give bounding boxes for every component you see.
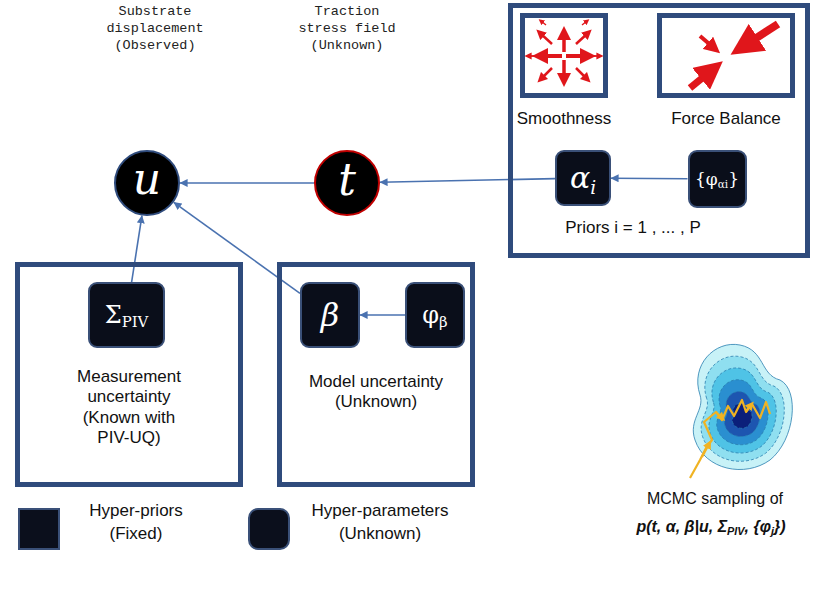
- legend-swatch: [248, 508, 290, 550]
- smoothness-arrows: [528, 21, 600, 80]
- subscript: αi: [718, 178, 728, 190]
- node-text: Smoothness: [500, 109, 628, 129]
- posterior-density-plot: [690, 344, 792, 478]
- node-text: Model uncertainty (Unknown): [301, 372, 451, 413]
- node-text: Force Balance: [647, 109, 805, 129]
- node-text: φβ: [422, 303, 447, 327]
- dependency-arrow: [132, 216, 142, 282]
- hyperparameter-box: β: [300, 282, 360, 348]
- priors-group: Priors i = 1 , ... , PSmoothnessForce Ba…: [508, 3, 810, 258]
- dependency-arrow: [611, 177, 688, 179]
- dependency-arrow: [380, 179, 555, 183]
- legend-swatch: [18, 508, 60, 550]
- density-contour: [701, 356, 784, 461]
- hyperprior-box: φβ: [405, 282, 465, 348]
- hyperparameter-box: αi: [555, 150, 611, 206]
- subscript: PIV: [122, 313, 149, 331]
- density-contour: [693, 344, 792, 469]
- dependency-arrow: [360, 314, 405, 316]
- node-text: t: [338, 158, 356, 202]
- subscript: β: [439, 313, 448, 331]
- variable-circle: u: [114, 150, 180, 216]
- node-text: Measurement uncertainty (Known with PIV-…: [69, 367, 189, 449]
- variable-heading: Traction stress field (Unknown): [288, 4, 406, 55]
- uncertainty-group: Model uncertainty (Unknown)βφβ: [277, 262, 475, 487]
- hyperprior-box: {φαi}: [688, 150, 747, 208]
- density-contour: [724, 391, 760, 436]
- dependency-arrow: [180, 182, 314, 184]
- subscript: PIV: [727, 525, 745, 537]
- variable-heading: Substrate displacement (Observed): [96, 4, 214, 55]
- legend-text: Hyper-priors (Fixed): [66, 500, 206, 546]
- node-text: Priors i = 1 , ... , P: [533, 218, 733, 238]
- density-contour: [709, 368, 776, 453]
- node-text: {φαi}: [695, 171, 739, 188]
- plot-caption: MCMC sampling of: [620, 490, 810, 508]
- node-text: u: [133, 157, 161, 201]
- node-text: ΣPIV: [105, 303, 149, 327]
- node-text: β: [321, 299, 340, 331]
- hyperprior-box: ΣPIV: [88, 282, 165, 348]
- force-balance-arrows: [690, 24, 778, 88]
- unknown-variable-circle: t: [314, 150, 380, 216]
- uncertainty-group: Measurement uncertainty (Known with PIV-…: [15, 262, 243, 487]
- subscript: i: [590, 177, 596, 198]
- node-text: αi: [570, 163, 596, 193]
- legend-text: Hyper-parameters (Unknown): [300, 500, 460, 546]
- prior-box: Smoothness: [520, 13, 608, 98]
- plot-caption: p(t, α, β|u, ΣPIV, {φj}): [612, 518, 810, 536]
- prior-box: Force Balance: [657, 13, 795, 98]
- subscript: j: [771, 525, 774, 537]
